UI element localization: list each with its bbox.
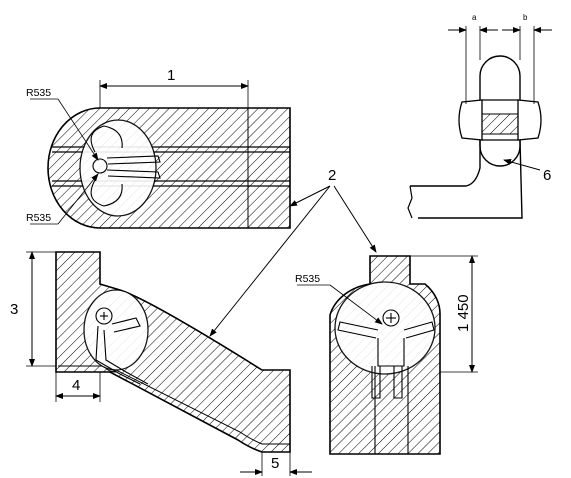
dimension-3-label: 3 (10, 301, 18, 318)
radius-label-front: R535 (295, 273, 320, 285)
dimension-2-label: 2 (328, 167, 336, 184)
dimension-b-label: b (523, 13, 528, 22)
callout-2: 2 (209, 167, 377, 337)
radius-label-top-lower: R535 (26, 212, 51, 224)
radius-label-top-upper: R535 (26, 87, 51, 99)
operator-side-view-figure (95, 307, 149, 385)
dimension-6-label: 6 (543, 167, 551, 184)
top-view: 1 R535 R535 (26, 67, 291, 229)
detail-view: a b 6 (407, 13, 552, 219)
dimension-4-label: 4 (72, 377, 80, 394)
dimension-5-label: 5 (271, 455, 279, 472)
dimension-1-label: 1 (167, 67, 175, 84)
dimension-1450-label: 1 450 (455, 294, 472, 332)
operator-top-view-figure (90, 125, 161, 207)
front-view: 1 450 R535 (295, 255, 478, 455)
operator-front-view-figure (337, 309, 435, 454)
dimension-a-label: a (472, 13, 477, 22)
side-view: 3 4 5 (10, 251, 312, 476)
